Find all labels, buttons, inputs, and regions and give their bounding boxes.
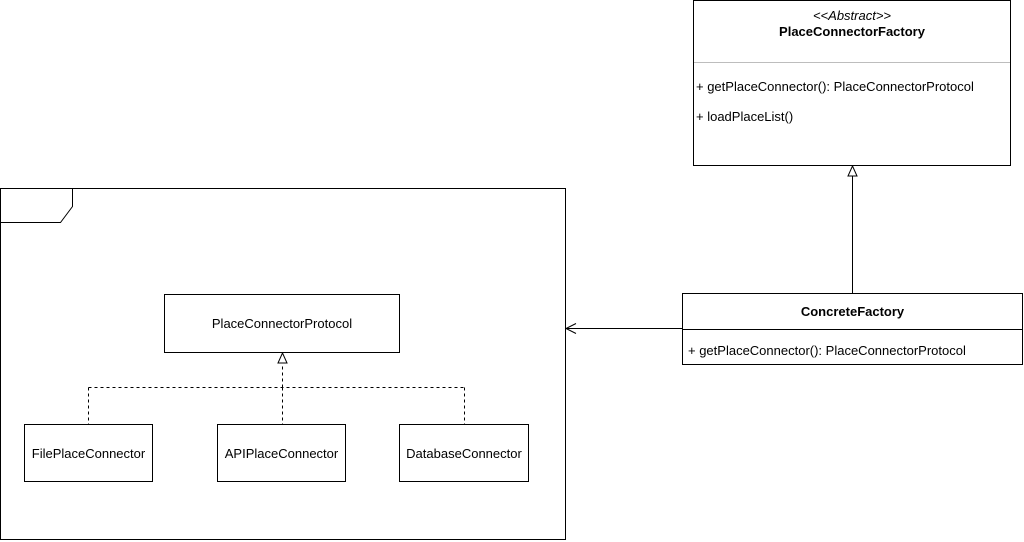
api-connector-box[interactable]: APIPlaceConnector — [217, 424, 346, 482]
concrete-factory-divider — [683, 329, 1022, 330]
database-connector-name: DatabaseConnector — [406, 445, 522, 461]
file-connector-box[interactable]: FilePlaceConnector — [24, 424, 153, 482]
inheritance-arrowhead — [847, 164, 858, 177]
file-connector-name: FilePlaceConnector — [31, 445, 146, 461]
abstract-factory-class[interactable]: <<Abstract>> PlaceConnectorFactory + get… — [693, 0, 1011, 166]
api-connector-name: APIPlaceConnector — [224, 445, 339, 461]
abstract-method-get-connector: + getPlaceConnector(): PlaceConnectorPro… — [696, 79, 974, 94]
protocol-name: PlaceConnectorProtocol — [211, 316, 353, 331]
abstract-method-load-list: + loadPlaceList() — [696, 109, 794, 124]
dependency-arrowhead — [564, 323, 577, 334]
concrete-factory-class[interactable]: ConcreteFactory + getPlaceConnector(): P… — [682, 293, 1023, 365]
package-tab — [0, 188, 73, 223]
abstract-factory-divider — [694, 62, 1010, 63]
protocol-box[interactable]: PlaceConnectorProtocol — [164, 294, 400, 353]
realization-arrowhead — [277, 351, 288, 364]
database-connector-box[interactable]: DatabaseConnector — [399, 424, 529, 482]
concrete-method-get-connector: + getPlaceConnector(): PlaceConnectorPro… — [688, 343, 966, 358]
abstract-factory-name: PlaceConnectorFactory — [779, 24, 925, 39]
abstract-stereotype: <<Abstract>> — [812, 8, 892, 23]
package-frame — [0, 188, 566, 540]
concrete-factory-name: ConcreteFactory — [800, 304, 905, 319]
